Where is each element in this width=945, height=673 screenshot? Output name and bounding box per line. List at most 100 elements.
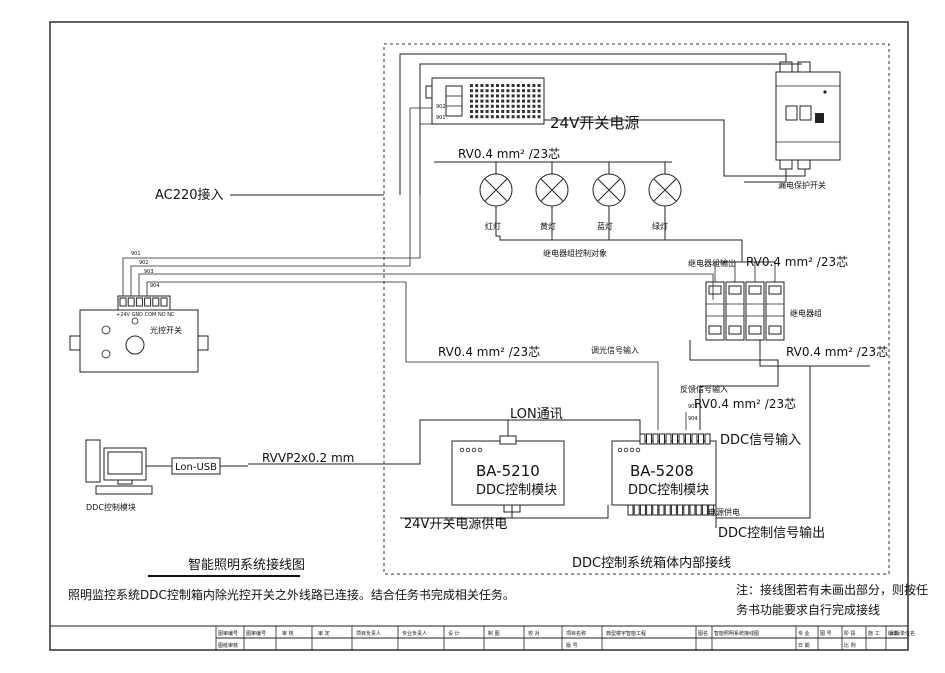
label-lamp-red: 红灯: [485, 221, 501, 231]
label-ac220-input: AC220接入: [155, 187, 224, 203]
power-supply-24v: [431, 77, 545, 125]
relay-4: [765, 262, 785, 341]
label-module-a-name: BA-5210: [476, 462, 540, 480]
title-block-cell-17: 版本: [888, 630, 898, 637]
leakage-protection-switch: [775, 61, 841, 170]
wire-number-902-psu: 902: [436, 104, 446, 110]
lamp-return-bus: [499, 236, 743, 262]
lamp-1: [479, 162, 513, 218]
label-feedback-signal-in: 反馈信号输入: [680, 384, 728, 394]
diagram-title: 智能照明系统接线图: [188, 557, 305, 573]
diagram-description: 照明监控系统DDC控制箱内除光控开关之外线路已连接。结合任务书完成相关任务。: [68, 587, 515, 602]
wire-903: [138, 273, 714, 296]
title-block-cell-2: 审 核: [282, 630, 294, 637]
title-block-cell-9: 项目名称: [566, 630, 586, 637]
label-pc: DDC控制模块: [86, 502, 136, 512]
wire-number-902: 902: [139, 260, 149, 266]
wire-901: [122, 123, 432, 296]
label-ddc-control-output: DDC控制信号输出: [718, 525, 825, 541]
label-wire-rv-5: RV0.4 mm² /23芯: [694, 397, 796, 411]
title-block-cell-6: 设 计: [448, 630, 460, 637]
label-lamp-blue: 蓝灯: [597, 221, 613, 231]
light-control-switch: [69, 295, 209, 373]
psu-input-wire: [425, 85, 432, 99]
label-supply-power: 电源供电: [708, 507, 740, 517]
label-relay-group: 继电器组: [790, 308, 822, 318]
relay-1: [705, 262, 725, 341]
wire-number-903-ddc: 903: [688, 404, 698, 410]
lon-bus: [248, 419, 509, 465]
power-24v-line-b: [512, 505, 609, 519]
wire-number-901: 901: [131, 251, 141, 257]
title-block-cell-0: 图审编号: [218, 630, 238, 637]
label-wire-rvvp: RVVP2x0.2 mm: [262, 451, 354, 465]
title-block-cell-7: 制 图: [488, 630, 500, 637]
title-block-row2-0: 图纸审核: [218, 642, 238, 649]
wire-902: [130, 107, 432, 296]
label-wire-rv-4: RV0.4 mm² /23芯: [786, 345, 888, 359]
wire-number-903: 903: [144, 269, 154, 275]
title-block-cell-3: 审 定: [318, 630, 330, 637]
title-block: 图审编号 图审编号 审 核 审 定 项目负责人 专业负责人 设 计 制 图 校 对 项目名称 典型楼…: [49, 625, 915, 651]
relay-feedback-bus: [689, 340, 779, 430]
wire-904: [146, 281, 659, 430]
title-block-cell-11: 图名: [698, 630, 708, 637]
label-power-supply-24v: 24V开关电源: [550, 114, 639, 132]
label-module-a-sub: DDC控制模块: [476, 483, 557, 498]
relay-2: [725, 262, 745, 341]
relay-3: [745, 262, 765, 341]
title-block-row2-1: 版 号: [566, 642, 578, 649]
note-line-2: 务书功能要求自行完成接线: [736, 602, 880, 617]
lamp-4: [648, 162, 682, 240]
label-lamp-yellow: 黄灯: [540, 221, 556, 231]
title-block-cell-4: 项目负责人: [356, 630, 381, 637]
note-line-1: 注：接线图若有未画出部分，则按任: [736, 582, 928, 597]
wire-number-901-psu: 901: [436, 115, 446, 121]
label-lamp-green: 绿灯: [652, 221, 668, 231]
ddc-module-ba5208: [611, 433, 717, 516]
title-block-cell-1: 图审编号: [246, 630, 266, 637]
wire-number-904: 904: [150, 283, 160, 289]
label-wire-rv-1: RV0.4 mm² /23芯: [458, 147, 560, 161]
label-power-24v-feed: 24V开关电源供电: [404, 517, 507, 532]
label-ddc-signal-in: DDC信号输入: [720, 432, 801, 448]
title-block-cell-15: 阶 段: [844, 630, 856, 637]
label-wire-rv-2: RV0.4 mm² /23芯: [746, 255, 848, 269]
relay-group: [705, 261, 785, 341]
title-block-row2-2: 日 期: [798, 643, 810, 649]
label-relay-control-target: 继电器组控制对象: [543, 248, 607, 258]
lon-bus-right: [508, 419, 641, 436]
title-block-cell-16: 施 工: [868, 630, 880, 637]
title-block-row2-3: 比 例: [844, 642, 856, 649]
label-lon-usb: Lon-USB: [175, 462, 217, 473]
label-dimming-signal-in: 调光信号输入: [591, 345, 639, 355]
title-block-cell-8: 校 对: [528, 630, 540, 637]
control-output-bus: [716, 366, 811, 519]
title-block-cell-13: 专 业: [798, 630, 810, 637]
label-module-b-name: BA-5208: [630, 462, 694, 480]
wire-number-904-ddc: 904: [688, 416, 698, 422]
cabinet-boundary: [383, 43, 890, 575]
breaker-output: [744, 169, 787, 183]
lamp-3: [592, 162, 626, 240]
label-leakage-switch: 漏电保护开关: [778, 180, 826, 190]
label-cabinet-internal: DDC控制系统箱体内部接线: [572, 555, 731, 571]
title-block-cell-18: 出版单位名: [890, 630, 915, 637]
pc-computer: [85, 439, 153, 495]
label-switch-terminals: +24V GND COM NO NC: [116, 312, 175, 318]
label-light-switch: 光控开关: [150, 325, 182, 335]
ddc-module-ba5210: [451, 435, 565, 513]
label-wire-rv-3: RV0.4 mm² /23芯: [438, 345, 540, 359]
lamp-group: [479, 162, 682, 240]
breaker-to-psu: [544, 119, 806, 177]
label-relay-output: 继电器组输出: [688, 258, 736, 268]
label-lon-comm: LON通讯: [510, 407, 563, 422]
relay-output-bus: [759, 340, 870, 367]
title-block-cell-12: 智能照明系统接线图: [714, 630, 759, 637]
label-module-b-sub: DDC控制模块: [628, 483, 709, 498]
title-block-cell-14: 图 号: [820, 631, 832, 637]
title-block-cell-5: 专业负责人: [402, 630, 427, 637]
title-block-cell-10: 典型楼宇智能工程: [606, 630, 646, 637]
